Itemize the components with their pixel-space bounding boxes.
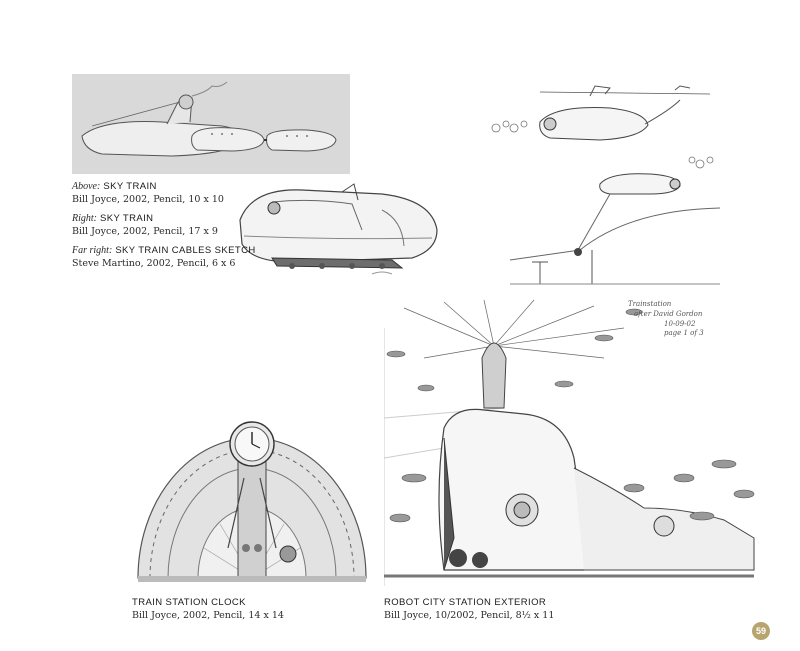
caption-title: SKY TRAIN — [103, 181, 157, 192]
caption-sky-train-right: Right: SKY TRAIN — [72, 212, 256, 225]
page-number-badge: 59 — [752, 622, 770, 640]
clock-caption: TRAIN STATION CLOCK Bill Joyce, 2002, Pe… — [132, 596, 284, 622]
caption-lead: Right: — [72, 213, 97, 224]
handwritten-note-title: Trainstation — [628, 300, 672, 308]
caption-cables: Far right: SKY TRAIN CABLES SKETCH — [72, 244, 256, 257]
caption-title: ROBOT CITY STATION EXTERIOR — [384, 597, 547, 608]
caption-lead: Far right: — [72, 245, 113, 256]
robot-station-caption: ROBOT CITY STATION EXTERIOR Bill Joyce, … — [384, 596, 554, 622]
sky-train-sketch — [72, 74, 350, 174]
sky-train-captions: Above: SKY TRAIN Bill Joyce, 2002, Penci… — [72, 180, 256, 270]
caption-title: SKY TRAIN CABLES SKETCH — [115, 245, 256, 256]
handwritten-note-date: 10-09-02 — [664, 320, 696, 328]
caption-lead: Above: — [72, 181, 101, 192]
caption-credit: Bill Joyce, 2002, Pencil, 10 x 10 — [72, 194, 224, 205]
caption-title: SKY TRAIN — [100, 213, 154, 224]
caption-title: TRAIN STATION CLOCK — [132, 597, 246, 608]
handwritten-note-credit: after David Gordon — [634, 310, 703, 318]
caption-credit: Bill Joyce, 2002, Pencil, 14 x 14 — [132, 610, 284, 621]
caption-credit: Bill Joyce, 10/2002, Pencil, 8½ x 11 — [384, 610, 555, 621]
train-station-clock-sketch — [128, 408, 374, 584]
caption-credit: Steve Martino, 2002, Pencil, 6 x 6 — [72, 258, 236, 269]
caption-sky-train-above: Above: SKY TRAIN — [72, 180, 256, 193]
sky-train-car-sketch — [232, 180, 462, 282]
sky-train-cables-sketch — [480, 80, 720, 290]
robot-city-station-sketch — [384, 298, 760, 586]
caption-credit: Bill Joyce, 2002, Pencil, 17 x 9 — [72, 226, 218, 237]
handwritten-note-page: page 1 of 3 — [664, 329, 704, 337]
